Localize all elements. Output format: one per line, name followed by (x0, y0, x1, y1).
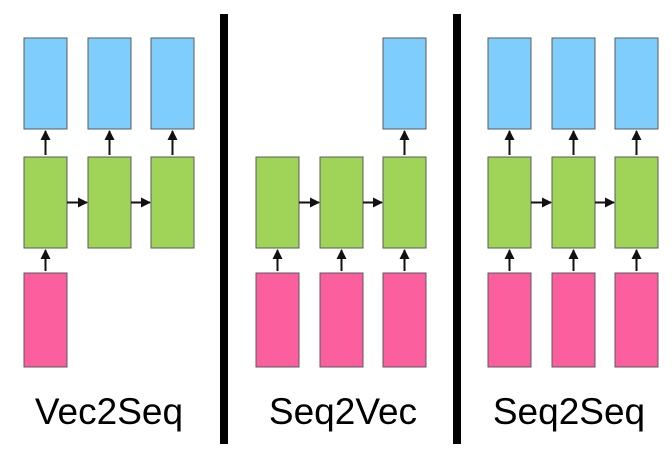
hidden-cell (23, 156, 68, 249)
input-cell (487, 272, 532, 368)
input-cell (614, 272, 659, 368)
hidden-cell (150, 156, 195, 249)
hidden-cell (87, 156, 132, 249)
output-cell (87, 37, 132, 130)
output-cell (614, 37, 659, 130)
output-cell (23, 37, 68, 130)
hidden-cell (382, 156, 427, 249)
output-cell (382, 37, 427, 130)
output-cell (551, 37, 596, 130)
input-cell (319, 272, 364, 368)
hidden-cell (255, 156, 300, 249)
hidden-cell (551, 156, 596, 249)
panel-label-vec2seq: Vec2Seq (34, 391, 184, 432)
panel-label-seq2seq: Seq2Seq (492, 391, 646, 432)
input-cell (255, 272, 300, 368)
output-cell (487, 37, 532, 130)
input-cell (23, 272, 68, 368)
input-cell (382, 272, 427, 368)
input-cell (551, 272, 596, 368)
hidden-cell (487, 156, 532, 249)
panel-label-seq2vec: Seq2Vec (268, 391, 418, 432)
output-cell (150, 37, 195, 130)
hidden-cell (614, 156, 659, 249)
hidden-cell (319, 156, 364, 249)
